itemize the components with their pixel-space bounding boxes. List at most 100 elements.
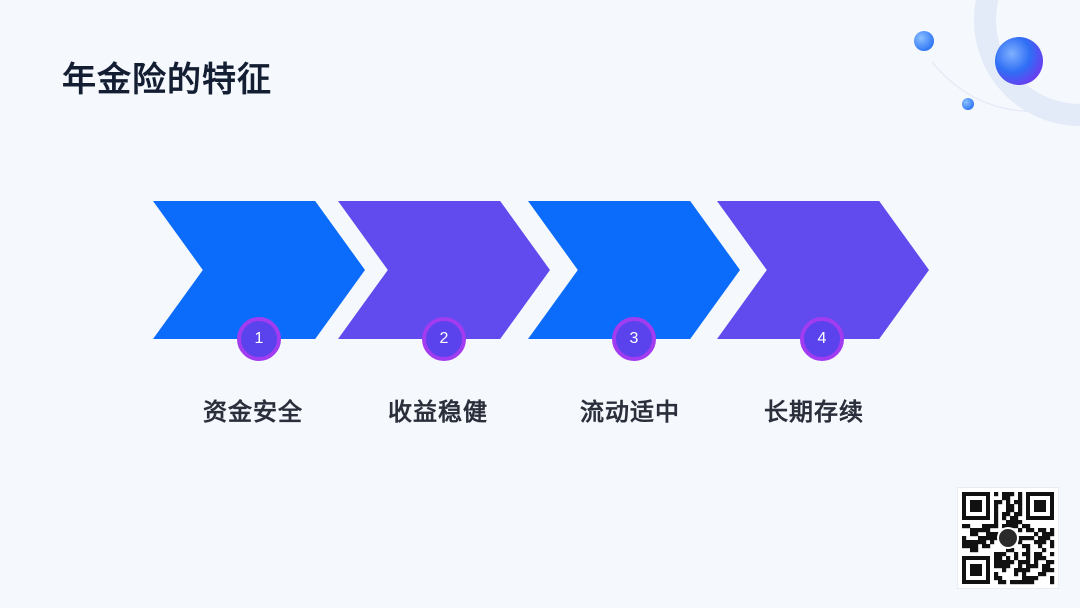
- qr-module: [990, 524, 995, 529]
- qr-module: [1002, 496, 1007, 501]
- qr-module: [1006, 492, 1011, 497]
- qr-module: [1042, 564, 1047, 569]
- qr-module: [1022, 572, 1027, 577]
- qr-module: [994, 564, 999, 569]
- qr-module: [1026, 536, 1031, 541]
- qr-module: [1018, 540, 1023, 545]
- qr-module: [1038, 540, 1043, 545]
- step-number-1: 1: [237, 317, 281, 361]
- qr-module: [1018, 520, 1023, 525]
- qr-module: [1022, 560, 1027, 565]
- qr-module: [994, 532, 999, 537]
- qr-module: [1010, 516, 1015, 521]
- qr-module: [982, 536, 987, 541]
- qr-module: [998, 580, 1003, 585]
- qr-module: [1034, 560, 1039, 565]
- planet-orbs-decoration: [914, 0, 1080, 126]
- qr-module: [1002, 512, 1007, 517]
- qr-module: [994, 572, 999, 577]
- qr-module: [970, 548, 975, 553]
- qr-module: [1038, 528, 1043, 533]
- qr-module: [1018, 564, 1023, 569]
- qr-module: [982, 528, 987, 533]
- qr-module: [1026, 568, 1031, 573]
- qr-module: [1018, 508, 1023, 513]
- qr-module: [998, 556, 1003, 561]
- qr-module: [1006, 496, 1011, 501]
- qr-module: [986, 544, 991, 549]
- qr-module: [1034, 532, 1039, 537]
- step-label-3: 流动适中: [580, 398, 680, 426]
- step-label-2: 收益稳健: [388, 398, 488, 426]
- qr-module: [994, 504, 999, 509]
- qr-module: [1018, 496, 1023, 501]
- qr-module: [1030, 576, 1035, 581]
- qr-module: [1026, 564, 1031, 569]
- qr-module: [994, 556, 999, 561]
- qr-module: [1022, 576, 1027, 581]
- qr-module: [1050, 532, 1055, 537]
- qr-module: [1050, 544, 1055, 549]
- qr-module: [994, 512, 999, 517]
- qr-module: [1006, 520, 1011, 525]
- qr-module: [1010, 508, 1015, 513]
- qr-module: [1042, 532, 1047, 537]
- qr-module: [1030, 536, 1035, 541]
- qr-module: [1014, 524, 1019, 529]
- qr-module: [1050, 560, 1055, 565]
- qr-module: [986, 524, 991, 529]
- qr-module: [1006, 548, 1011, 553]
- qr-module: [978, 536, 983, 541]
- qr-finder-core: [970, 564, 982, 576]
- qr-module: [1038, 556, 1043, 561]
- qr-module: [1046, 536, 1051, 541]
- qr-code-icon: [958, 488, 1058, 588]
- qr-module: [994, 524, 999, 529]
- qr-module: [1046, 532, 1051, 537]
- qr-module: [1006, 504, 1011, 509]
- qr-module: [994, 520, 999, 525]
- qr-module: [1018, 492, 1023, 497]
- qr-module: [1002, 492, 1007, 497]
- qr-module: [1018, 528, 1023, 533]
- qr-module: [1010, 492, 1015, 497]
- qr-module: [994, 508, 999, 513]
- qr-module: [982, 540, 987, 545]
- qr-module: [1014, 552, 1019, 557]
- qr-module: [1034, 556, 1039, 561]
- step-number-3: 3: [612, 317, 656, 361]
- qr-module: [1026, 560, 1031, 565]
- qr-module: [1050, 580, 1055, 585]
- qr-module: [1002, 564, 1007, 569]
- slide-title: 年金险的特征: [62, 60, 272, 100]
- qr-module: [1006, 564, 1011, 569]
- qr-module: [1018, 512, 1023, 517]
- qr-module: [1002, 524, 1007, 529]
- qr-module: [962, 524, 967, 529]
- qr-module: [1014, 572, 1019, 577]
- qr-module: [1038, 544, 1043, 549]
- qr-module: [978, 540, 983, 545]
- qr-module: [1034, 576, 1039, 581]
- qr-module: [1034, 540, 1039, 545]
- qr-module: [1006, 524, 1011, 529]
- qr-module: [1026, 548, 1031, 553]
- qr-module: [1046, 564, 1051, 569]
- qr-module: [1026, 576, 1031, 581]
- big-orb: [995, 37, 1043, 85]
- qr-module: [1006, 556, 1011, 561]
- qr-module: [1018, 568, 1023, 573]
- qr-module: [1018, 560, 1023, 565]
- qr-module: [1030, 580, 1035, 585]
- qr-module: [1002, 516, 1007, 521]
- qr-module: [970, 528, 975, 533]
- qr-module: [1014, 500, 1019, 505]
- step-number-4: 4: [800, 317, 844, 361]
- qr-module: [1002, 568, 1007, 573]
- qr-module: [1042, 540, 1047, 545]
- qr-module: [1018, 504, 1023, 509]
- qr-module: [998, 552, 1003, 557]
- qr-module: [974, 548, 979, 553]
- qr-module: [1006, 512, 1011, 517]
- qr-module: [1050, 568, 1055, 573]
